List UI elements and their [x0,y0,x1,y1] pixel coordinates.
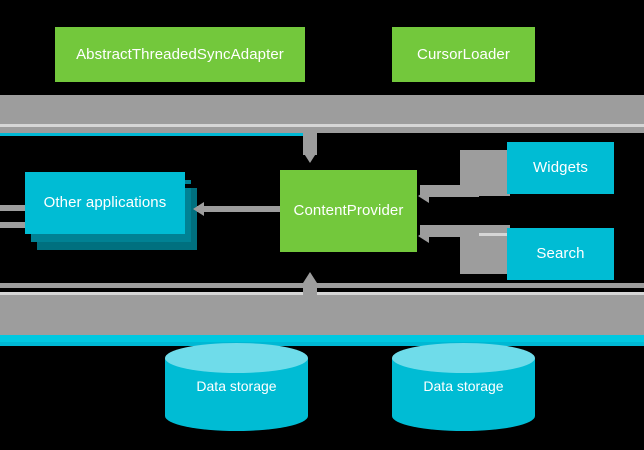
connector-drop-to-contentprovider [303,133,317,155]
cylinder-top-left [165,343,308,373]
connector-apps-to-provider-2 [0,222,30,228]
arrowhead-left-from-widgets [418,189,429,203]
node-label-cursor-loader: CursorLoader [417,45,510,63]
node-abstract-threaded-sync-adapter[interactable]: AbstractThreadedSyncAdapter [55,27,305,82]
arrowhead-left-to-apps [193,202,204,216]
connector-band-lower [0,295,644,335]
cyan-rule-lower [0,335,644,342]
node-content-provider[interactable]: ContentProvider [280,170,417,252]
connector-band-upper-b [0,127,644,133]
cyan-rule-upper [0,133,310,136]
node-label-content-provider: ContentProvider [293,202,404,220]
connector-tail-search [429,232,479,237]
node-other-applications[interactable]: Other applications [25,172,185,234]
data-storage-right-text: Data storage [423,378,504,394]
connector-provider-to-apps [195,206,280,212]
connector-band-lower-top [0,283,644,288]
node-label-other-applications: Other applications [43,194,167,212]
node-label-widgets: Widgets [533,159,588,177]
data-storage-left-text: Data storage [196,378,277,394]
connector-hairline-search [460,233,510,236]
arrowhead-left-from-search [418,229,429,243]
node-data-storage-left[interactable]: Data storage [165,343,308,431]
node-label-data-storage-left: Data storage [165,369,308,403]
connector-stub-widgets [460,150,510,196]
connector-apps-to-provider [0,205,30,211]
connector-band-upper [0,95,644,125]
node-widgets[interactable]: Widgets [507,142,614,194]
arrowhead-down-contentprovider [303,152,317,163]
cylinder-top-right [392,343,535,373]
node-label-abstract-threaded-sync-adapter: AbstractThreadedSyncAdapter [76,45,284,63]
node-label-search: Search [536,245,585,263]
node-label-data-storage-right: Data storage [392,369,535,403]
arrowhead-up-contentprovider [303,272,317,283]
node-data-storage-right[interactable]: Data storage [392,343,535,431]
cylinder-bottom-left [165,401,308,431]
cyan-rule-lower-b [0,342,644,346]
node-cursor-loader[interactable]: CursorLoader [392,27,535,82]
connector-tail-widgets [429,192,479,197]
node-search[interactable]: Search [507,228,614,280]
connector-hairline-upper [0,124,644,127]
connector-riser-contentprovider [303,283,317,295]
connector-hairline-lower [0,292,644,295]
cylinder-bottom-right [392,401,535,431]
